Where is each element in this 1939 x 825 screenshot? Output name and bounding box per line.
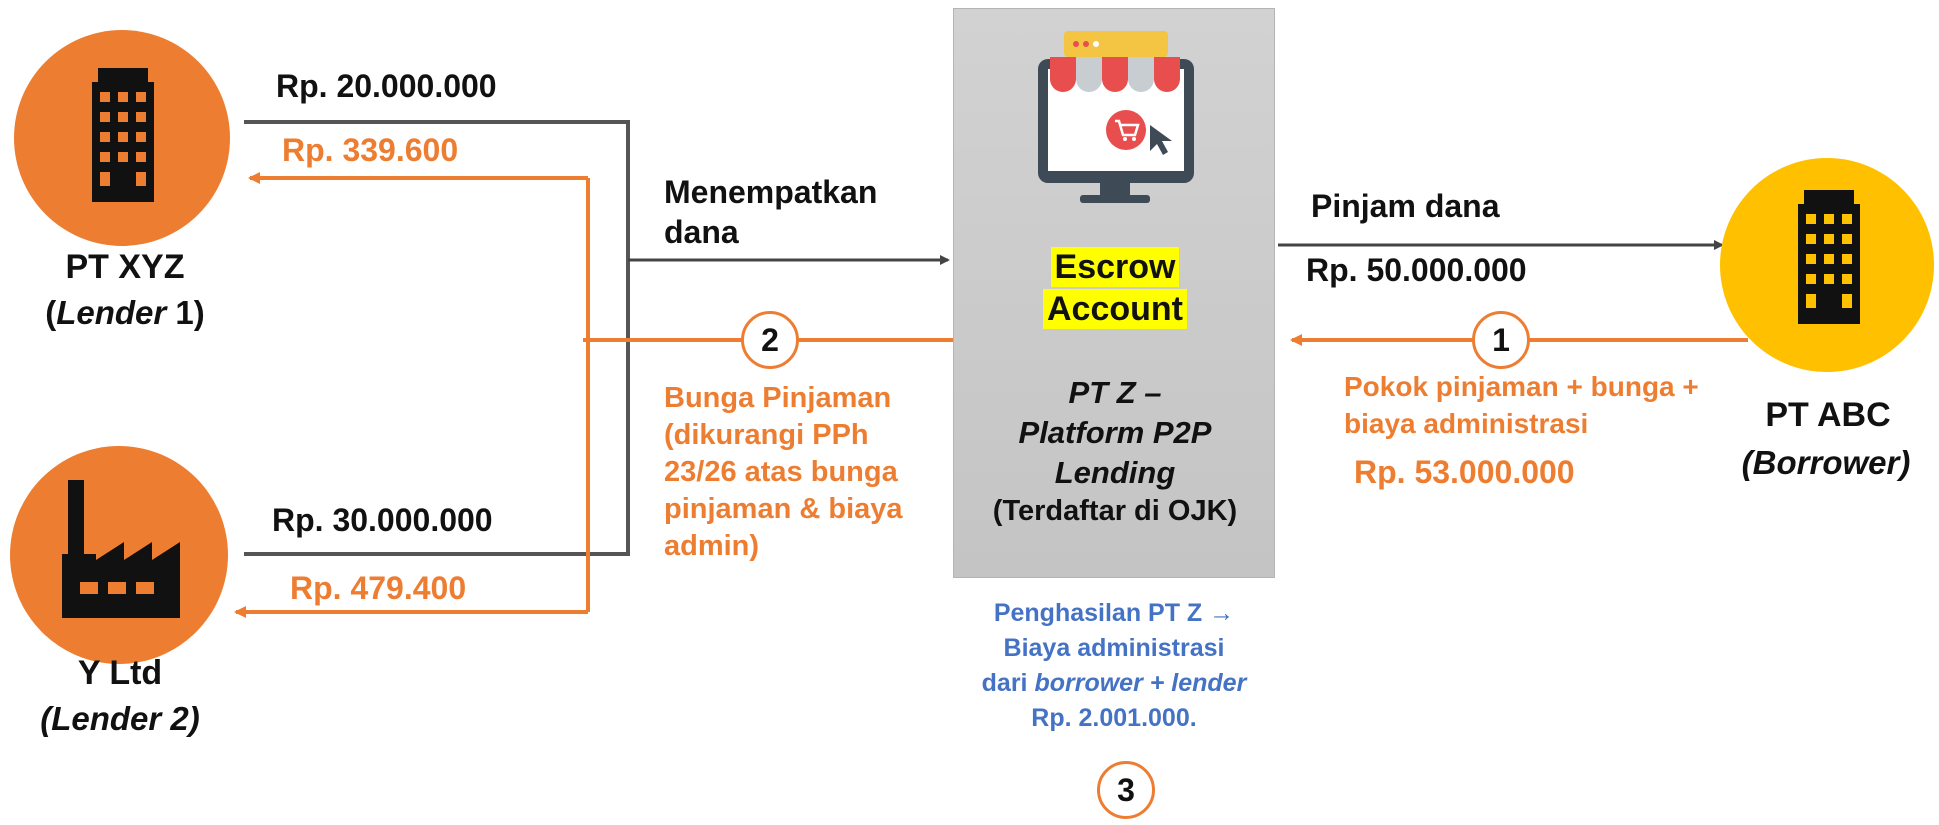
step-1-badge: 1 (1472, 311, 1530, 369)
placement-line2: dana (664, 214, 739, 250)
platform-registered: (Terdaftar di OJK) (992, 495, 1238, 527)
lender1-role: (Lender 1) (45, 294, 205, 331)
placement-label: Menempatkan dana (664, 172, 877, 252)
escrow-account-label: Escrow Account (954, 247, 1276, 329)
income-line1: Penghasilan PT Z → (993, 599, 1235, 627)
income-line2: Biaya administrasi (1003, 634, 1225, 662)
office-building-icon (92, 68, 154, 202)
platform-income-note: Penghasilan PT Z → Biaya administrasi da… (940, 596, 1288, 736)
step-3-badge: 3 (1097, 761, 1155, 819)
lender2-name: Y Ltd (77, 654, 163, 692)
borrow-label: Pinjam dana (1311, 188, 1500, 224)
platform-name-line1: PT Z – (1068, 375, 1162, 410)
escrow-line1: Escrow (1050, 247, 1180, 287)
platform-box: Escrow Account PT Z – Platform P2P Lendi… (953, 8, 1275, 578)
office-building-icon (1798, 190, 1860, 324)
lender1-node (14, 30, 230, 246)
lender1-role-suffix: 1 (166, 294, 194, 331)
lender1-amount-out: Rp. 339.600 (282, 132, 459, 168)
borrower-role: (Borrower) (1741, 444, 1911, 481)
borrower-name: PT ABC (1765, 396, 1891, 434)
platform-name: PT Z – Platform P2P Lending (954, 373, 1276, 493)
borrower-node (1720, 158, 1934, 372)
income-line3-italic: borrower + lender (1034, 669, 1247, 697)
interest-note-line: pinjaman & biaya (664, 493, 903, 525)
lender2-amount-in: Rp. 30.000.000 (272, 502, 493, 538)
interest-note-line: Bunga Pinjaman (664, 382, 892, 414)
repayment-line2: biaya administrasi (1344, 408, 1589, 439)
online-shop-monitor-icon (1038, 31, 1194, 203)
factory-icon (62, 480, 180, 618)
placement-line1: Menempatkan (664, 174, 878, 210)
lender1-name: PT XYZ (65, 248, 185, 286)
repayment-amount: Rp. 53.000.000 (1354, 454, 1575, 490)
escrow-line2: Account (1043, 289, 1187, 329)
lender2-amount-out: Rp. 479.400 (290, 570, 467, 606)
step-2-badge: 2 (741, 311, 799, 369)
lender1-role-italic: Lender (56, 294, 167, 331)
lender2-node (10, 446, 228, 664)
borrow-amount: Rp. 50.000.000 (1306, 252, 1527, 288)
repayment-note: Pokok pinjaman + bunga + biaya administr… (1344, 368, 1699, 442)
platform-name-line2: Platform P2P (1018, 415, 1212, 450)
lender2-role: (Lender 2) (40, 700, 200, 737)
interest-note-line: (dikurangi PPh (664, 419, 869, 451)
income-line4: Rp. 2.001.000. (1031, 704, 1197, 732)
repayment-line1: Pokok pinjaman + bunga + (1344, 371, 1699, 402)
interest-note-line: admin) (664, 530, 760, 562)
lender1-amount-in: Rp. 20.000.000 (276, 68, 497, 104)
interest-note: Bunga Pinjaman (dikurangi PPh 23/26 atas… (664, 380, 903, 565)
income-line3: dari borrower + lender (940, 666, 1288, 701)
income-line3-prefix: dari (981, 669, 1035, 697)
interest-note-line: 23/26 atas bunga (664, 456, 898, 488)
platform-name-line3: Lending (1054, 455, 1176, 490)
